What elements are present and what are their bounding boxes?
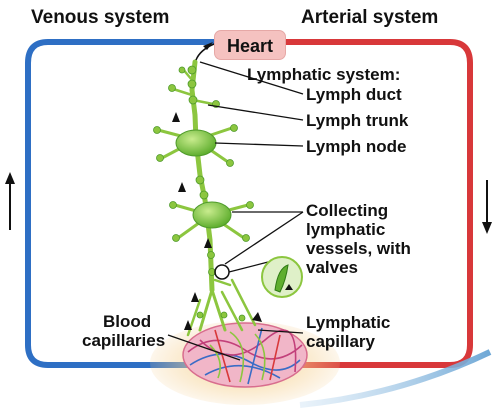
venous-system-title: Venous system [31, 7, 170, 28]
arterial-system-title: Arterial system [301, 7, 439, 28]
venous-vessel [25, 39, 228, 368]
lymph-node-lower [192, 201, 232, 229]
valve-marker [214, 264, 230, 280]
valve-icon [274, 264, 289, 293]
venous-flow-arrow-icon [5, 172, 15, 230]
collecting-vessels-label-line1: Collecting [306, 201, 389, 220]
lymph-beads [153, 65, 254, 322]
lymphatic-capillary-label-line1: Lymphatic [306, 313, 391, 332]
arterial-flow-arrow-icon [482, 180, 492, 234]
leader-lines [167, 61, 304, 361]
lymphatic-system-label: Lymphatic system: [247, 65, 401, 84]
heart-label: Heart [226, 36, 274, 56]
zoom-arrow-icon [299, 349, 492, 408]
lymph-trunk-label: Lymph trunk [306, 111, 409, 130]
lymph-node-upper [175, 129, 217, 157]
blood-capillaries-label-line1: Blood [103, 312, 152, 331]
heart-box: Heart [214, 30, 286, 60]
collecting-vessels-label-line2: lymphatic [306, 220, 386, 239]
collecting-vessels-label-line4: valves [306, 258, 358, 277]
capillary-mesh [187, 327, 303, 385]
collecting-vessels-label-line3: vessels, with [306, 239, 411, 258]
lymph-flow-arrows [172, 112, 262, 330]
lymph-duct-label: Lymph duct [306, 85, 402, 104]
lymph-node-label: Lymph node [306, 137, 407, 156]
lymphatic-capillary-label-line2: capillary [306, 332, 375, 351]
blood-capillaries-label-line2: capillaries [82, 331, 166, 350]
